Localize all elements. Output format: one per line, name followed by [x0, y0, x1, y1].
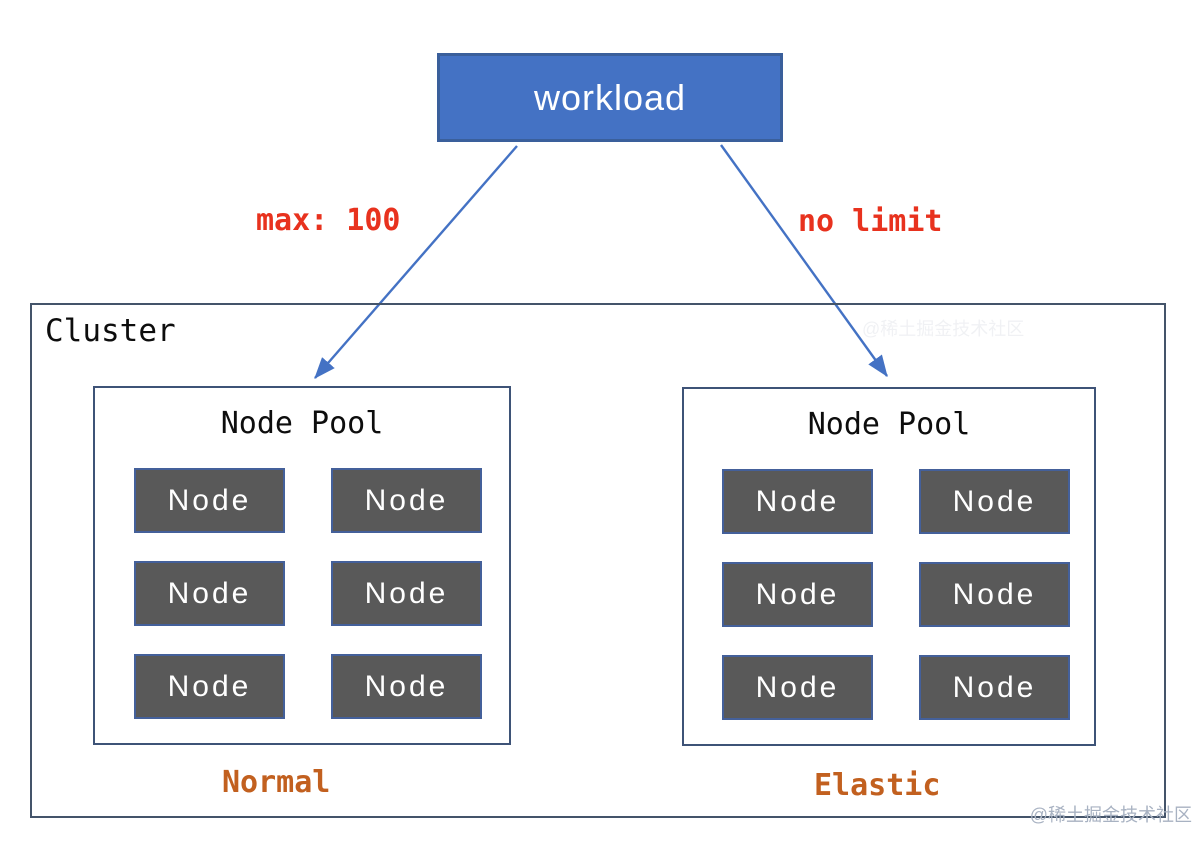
workload-box: workload — [437, 53, 783, 142]
node-pool-title: Node Pool — [807, 407, 971, 442]
node-box: Node — [919, 655, 1070, 720]
edge-label-max-100: max: 100 — [256, 203, 401, 238]
node-box: Node — [331, 654, 482, 719]
caption-elastic: Elastic — [814, 768, 941, 803]
edge-label-no-limit: no limit — [798, 204, 943, 239]
node-box: Node — [331, 468, 482, 533]
node-grid: Node Node Node Node Node Node — [134, 468, 482, 719]
node-pool-elastic: Node Pool Node Node Node Node Node Node — [682, 387, 1096, 746]
node-box: Node — [134, 561, 285, 626]
cluster-box: Cluster Node Pool Node Node Node Node No… — [30, 303, 1166, 818]
node-box: Node — [919, 562, 1070, 627]
node-box: Node — [722, 562, 873, 627]
node-box: Node — [919, 469, 1070, 534]
watermark-ghost: @稀土掘金技术社区 — [862, 319, 1025, 339]
node-box: Node — [722, 469, 873, 534]
node-box: Node — [331, 561, 482, 626]
node-box: Node — [722, 655, 873, 720]
cluster-label: Cluster — [45, 313, 176, 349]
node-pool-title: Node Pool — [220, 406, 384, 441]
caption-normal: Normal — [222, 765, 331, 800]
node-box: Node — [134, 468, 285, 533]
node-pool-normal: Node Pool Node Node Node Node Node Node — [93, 386, 511, 745]
watermark: @稀土掘金技术社区 — [1029, 805, 1192, 825]
node-grid: Node Node Node Node Node Node — [722, 469, 1070, 720]
node-box: Node — [134, 654, 285, 719]
